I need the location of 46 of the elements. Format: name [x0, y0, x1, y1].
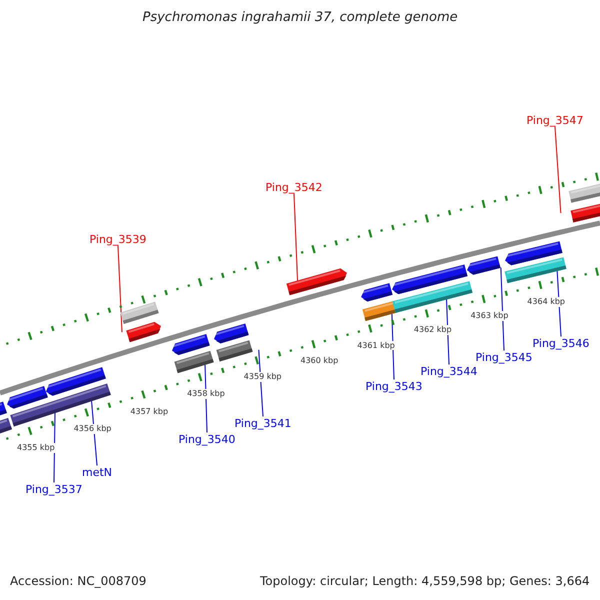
title: Psychromonas ingrahamii 37, complete genome — [142, 10, 458, 26]
accession-text: Accession: NC_008709 — [10, 574, 146, 588]
scale-label: 4356 kbp — [74, 424, 112, 434]
gene-label: Ping_3542 — [266, 180, 322, 194]
gene-bar — [362, 300, 398, 321]
gene-feature — [361, 283, 393, 302]
gene-feature — [126, 322, 162, 342]
genome-summary-text: Topology: circular; Length: 4,559,598 bp; Genes: 3,664 — [260, 574, 590, 588]
leader-line — [118, 245, 122, 333]
scale-label: 4355 kbp — [17, 442, 55, 453]
scale-label: 4363 kbp — [470, 310, 508, 321]
scale-label: 4364 kbp — [527, 297, 565, 307]
gene-feature — [172, 334, 210, 355]
gene-feature — [286, 268, 347, 296]
gene-label: Ping_3537 — [26, 482, 82, 496]
gene-label: Ping_3544 — [420, 364, 478, 378]
leader-line — [500, 267, 504, 351]
gene-feature — [570, 202, 600, 222]
gene-bar — [120, 302, 159, 324]
gene-bar — [216, 340, 253, 362]
gene-feature — [467, 256, 500, 275]
gene-label: Ping_3541 — [234, 416, 292, 430]
scale-label: 4357 kbp — [130, 406, 168, 416]
gene-label: Ping_3545 — [476, 350, 532, 364]
gene-bar — [10, 384, 111, 426]
gene-feature — [0, 402, 7, 416]
scale-label: 4362 kbp — [414, 325, 452, 336]
gene-bar — [392, 281, 473, 313]
leader-line — [54, 412, 56, 483]
scale-label: 4360 kbp — [300, 356, 338, 366]
gene-feature — [7, 386, 48, 409]
scale-label: 4359 kbp — [244, 372, 282, 382]
gene-label: Ping_3547 — [526, 114, 584, 127]
leader-line — [294, 193, 298, 282]
gene-label: Ping_3546 — [532, 336, 590, 350]
scale-label: 4361 kbp — [357, 340, 395, 350]
gene-label: Ping_3543 — [366, 380, 422, 393]
leader-line — [554, 126, 562, 214]
gene-label: metN — [82, 466, 112, 479]
gene-bar — [504, 257, 566, 284]
gene-label: Ping_3539 — [90, 232, 146, 246]
gene-feature — [214, 323, 249, 344]
gene-bar — [174, 350, 214, 374]
scale-label: 4358 kbp — [187, 389, 225, 399]
gene-label: Ping_3540 — [178, 432, 236, 446]
leader-line — [391, 313, 394, 380]
